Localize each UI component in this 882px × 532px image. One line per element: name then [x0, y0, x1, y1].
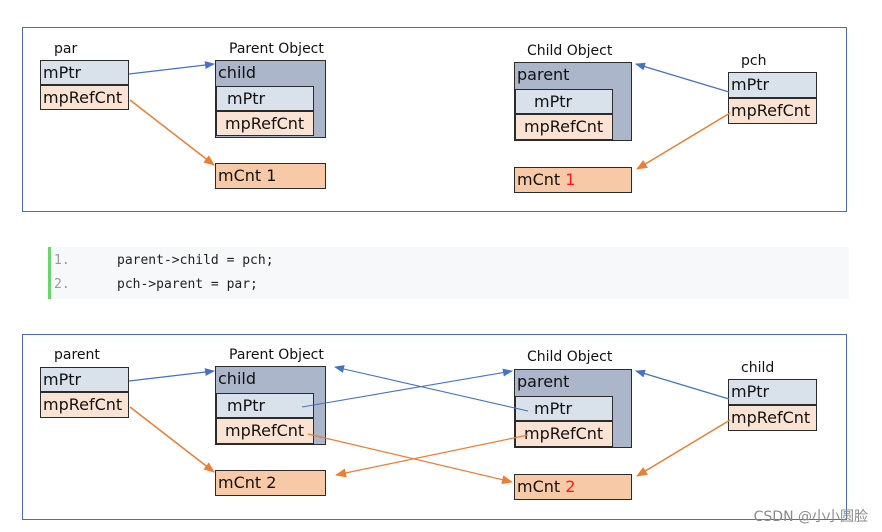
parent-child-mptr-box: mPtr	[216, 86, 314, 111]
watermark: CSDN @小小圆脸	[753, 509, 868, 525]
parent-child-mprefcnt-box: mpRefCnt	[216, 111, 314, 136]
child-mcnt-label-after: mCnt	[517, 477, 566, 496]
arrow-parent-member-to-parent-object	[334, 365, 529, 412]
arrow-par-to-parent-count	[129, 99, 215, 166]
parent-object-title: Parent Object	[229, 41, 324, 57]
parent-mcnt-value-after: 2	[266, 473, 277, 492]
child-object-parent-member: parent	[517, 65, 570, 84]
child-mcnt-box-after: mCnt 2	[514, 474, 632, 500]
arrow-child-to-child-count	[636, 419, 731, 477]
arrow-child-to-child-object	[635, 369, 730, 400]
arrow-child-refcnt-to-child-count	[307, 433, 513, 485]
parent-mcnt-label: mCnt	[218, 166, 267, 185]
child-ptr-label: child	[741, 360, 775, 376]
arrow-pch-to-child-object	[635, 62, 730, 93]
after-panel	[22, 334, 847, 520]
arrow-parent-to-parent-count	[129, 406, 215, 473]
code-line-number: 2.	[54, 277, 70, 292]
parent-ptr-mptr-box: mPtr	[40, 367, 129, 392]
par-label: par	[54, 41, 78, 57]
parent-mcnt-box-after: mCnt 2	[215, 470, 326, 496]
code-block: 1. parent->child = pch; 2. pch->parent =…	[48, 247, 849, 299]
child-mcnt-label: mCnt	[517, 170, 566, 189]
par-mptr-box: mPtr	[40, 60, 129, 85]
parent-mcnt-value: 1	[266, 166, 277, 185]
child-object-parent-member-after: parent	[517, 372, 570, 391]
child-mcnt-value-after: 2	[565, 477, 576, 496]
pch-label: pch	[741, 53, 767, 69]
parent-object-child-member-after: child	[218, 369, 256, 388]
parent-ptr-mprefcnt-box: mpRefCnt	[40, 392, 129, 418]
child-ptr-mptr-box: mPtr	[728, 379, 817, 405]
arrow-pch-to-child-count	[636, 112, 731, 170]
parent-mcnt-box: mCnt 1	[215, 163, 326, 189]
child-parent-mprefcnt-box-after: mpRefCnt	[515, 421, 613, 447]
child-mcnt-box: mCnt 1	[514, 167, 632, 193]
child-object-title-after: Child Object	[527, 349, 613, 365]
parent-object-child-member: child	[218, 63, 256, 82]
parent-ptr-label: parent	[54, 347, 100, 363]
before-panel	[22, 27, 847, 212]
code-line-text: parent->child = pch;	[117, 253, 274, 268]
parent-object-title-after: Parent Object	[229, 347, 324, 363]
par-mprefcnt-box: mpRefCnt	[40, 85, 129, 110]
child-object-title: Child Object	[527, 43, 613, 59]
child-parent-mptr-box: mPtr	[515, 89, 613, 114]
arrow-child-member-to-child-object	[301, 368, 513, 408]
parent-child-mptr-box-after: mPtr	[216, 393, 314, 418]
parent-child-mprefcnt-box-after: mpRefCnt	[216, 418, 314, 444]
arrow-parent-to-parent-object	[128, 368, 215, 382]
child-mcnt-value: 1	[565, 170, 576, 189]
arrow-parent-refcnt-to-parent-count	[335, 434, 529, 478]
pch-mprefcnt-box: mpRefCnt	[728, 98, 817, 124]
pch-mptr-box: mPtr	[728, 72, 817, 98]
parent-mcnt-label-after: mCnt	[218, 473, 267, 492]
arrow-par-to-parent-object	[128, 61, 215, 75]
code-line-text: pch->parent = par;	[117, 277, 258, 292]
child-ptr-mprefcnt-box: mpRefCnt	[728, 405, 817, 431]
child-parent-mptr-box-after: mPtr	[515, 396, 613, 421]
code-line-number: 1.	[54, 253, 70, 268]
child-parent-mprefcnt-box: mpRefCnt	[515, 114, 613, 140]
